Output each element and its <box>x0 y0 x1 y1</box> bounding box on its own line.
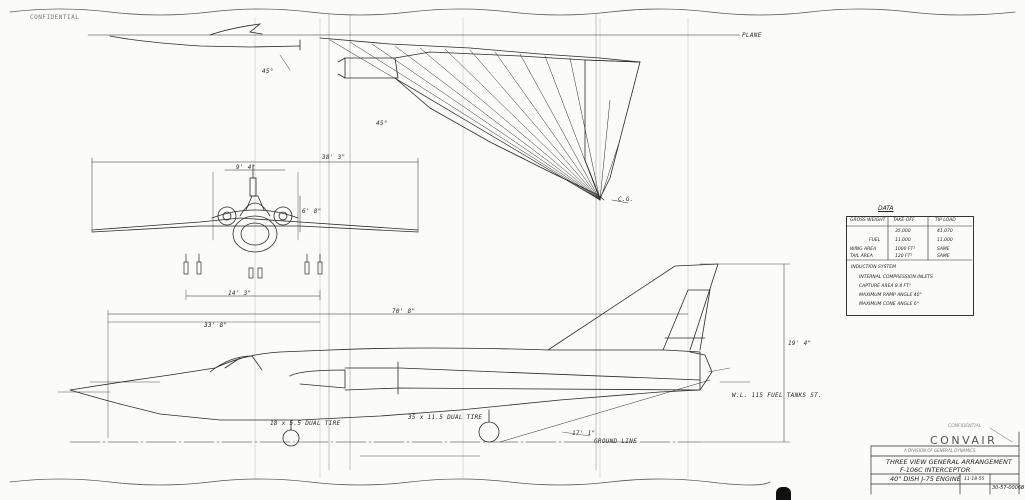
induction-line: MAXIMUM RAMP ANGLE 40° <box>859 293 922 298</box>
ground-line-label: GROUND LINE <box>594 438 638 445</box>
classification-label: CONFIDENTIAL <box>30 14 80 21</box>
induction-line: INTERNAL COMPRESSION INLETS <box>859 275 933 280</box>
height-dimension: 19' 4" <box>788 340 812 347</box>
table-cell: 1000 FT² <box>895 247 916 252</box>
table-cell: SAME <box>937 247 950 252</box>
main-tire-label: 35 x 11.5 DUAL TIRE <box>408 414 483 421</box>
induction-heading: INDUCTION SYSTEM <box>851 265 896 270</box>
table-row: TAIL AREA 120 FT² SAME <box>847 253 973 264</box>
drawing-number: 30-57-0006B <box>992 485 1025 491</box>
drawing-title-line3: 40" DISH J-75 ENGINE <box>890 475 961 483</box>
data-table-title: DATA <box>878 205 894 212</box>
table-cell: 120 FT² <box>895 254 913 259</box>
sheet-top-edge <box>9 8 1016 16</box>
division-label: A DIVISION OF GENERAL DYNAMICS <box>904 448 976 453</box>
table-cell: 41,070 <box>937 229 953 234</box>
header-cell: TAKE-OFF <box>893 218 915 223</box>
nose-tire-label: 18 x 5.5 DUAL TIRE <box>270 420 341 427</box>
data-table: GROSS WEIGHT TAKE-OFF TIP LOAD 35,000 41… <box>846 216 974 316</box>
data-table-header: GROSS WEIGHT TAKE-OFF TIP LOAD <box>847 217 973 228</box>
cg-label: C.G. <box>618 196 634 203</box>
header-cell: GROSS WEIGHT <box>850 218 886 223</box>
stamp-label: CONFIDENTIAL <box>948 424 982 429</box>
company-logo-text: CONVAIR <box>930 434 998 447</box>
table-cell: 11,000 <box>895 238 911 243</box>
front-width-dimension: 9' 4" <box>236 164 256 171</box>
nose-dimension: 33' 8" <box>204 322 228 329</box>
wing-reference-label: W.L. 115 FUEL TANKS ST. <box>732 392 822 399</box>
overall-length-dimension: 70' 8" <box>392 308 416 315</box>
drawing-date: 11-18-55 <box>964 477 985 482</box>
drawing-title-line1: THREE VIEW GENERAL ARRANGEMENT <box>886 458 1012 466</box>
ground-dimension: 17' 1" <box>572 430 596 437</box>
table-row: FUEL 11,000 11,000 <box>847 237 973 248</box>
induction-line: MAXIMUM CONE ANGLE 6° <box>859 302 920 307</box>
table-cell: 11,000 <box>937 238 953 243</box>
front-height-dimension: 6' 8" <box>302 208 322 215</box>
table-cell: WING AREA <box>850 247 877 252</box>
incidence-label: 45° <box>262 68 274 75</box>
table-cell: 35,000 <box>895 229 911 234</box>
punch-hole <box>776 487 791 500</box>
sheet-bottom-edge <box>9 478 771 486</box>
table-row: WING AREA 1000 FT² SAME <box>847 246 973 257</box>
header-cell: TIP LOAD <box>935 218 956 223</box>
table-cell: SAME <box>937 254 950 259</box>
table-row: 35,000 41,070 <box>847 228 973 239</box>
sweep-label: 45° <box>376 120 388 127</box>
drawing-title-line2: F-106C INTERCEPTOR <box>900 466 971 474</box>
plane-label: PLANE <box>742 32 762 39</box>
induction-line: CAPTURE AREA 8.4 FT² <box>859 284 911 289</box>
table-cell: FUEL <box>869 238 881 243</box>
gear-track-dimension: 14' 3" <box>228 290 252 297</box>
span-dimension: 38' 3" <box>322 154 346 161</box>
table-cell: TAIL AREA <box>850 254 873 259</box>
